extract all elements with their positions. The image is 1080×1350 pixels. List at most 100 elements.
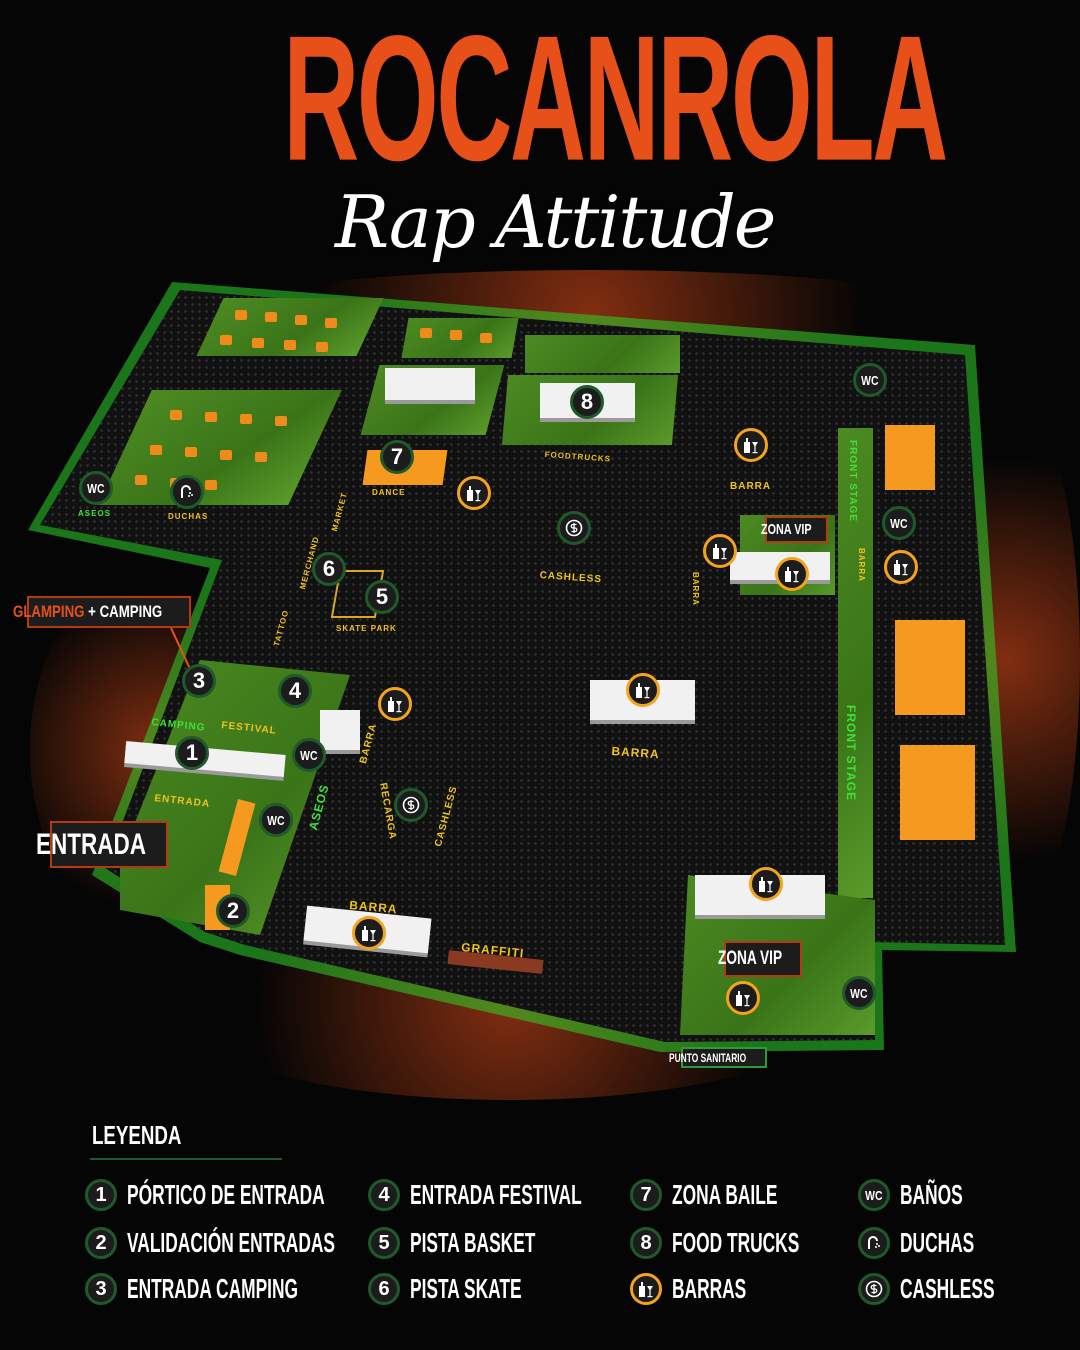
legend-title-text: LEYENDA — [92, 1120, 182, 1150]
pin-number: 2 — [226, 898, 240, 923]
pin-number: 6 — [322, 556, 336, 581]
legend-marker: 5 — [368, 1227, 400, 1259]
pin-bar[interactable] — [884, 550, 918, 584]
green-area — [525, 335, 680, 373]
legend-marker — [858, 1227, 890, 1259]
cashless-icon — [865, 1280, 883, 1298]
label-barra: BARRA — [730, 481, 772, 492]
callout-entrada: ENTRADA — [35, 827, 146, 861]
front-stage-lane — [838, 428, 873, 898]
stage-tower — [885, 425, 935, 490]
legend-marker: 7 — [630, 1179, 662, 1211]
legend-item: DUCHAS — [858, 1225, 1020, 1261]
legend-marker: 6 — [368, 1273, 400, 1305]
pin-wc[interactable]: WC — [853, 363, 887, 397]
callout-glamping: GLAMPING — [13, 602, 85, 621]
pin-bar[interactable] — [352, 916, 386, 950]
pin-food-trucks[interactable]: 8 — [570, 385, 604, 419]
stage-tower — [900, 745, 975, 840]
pin-entrada-festival[interactable]: 4 — [278, 674, 312, 708]
bar-icon — [736, 991, 750, 1007]
shower-icon — [868, 1236, 880, 1249]
pin-entrada-camping[interactable]: 3 — [182, 664, 216, 698]
legend-label: VALIDACIÓN ENTRADAS — [127, 1227, 336, 1258]
legend-label: CASHLESS — [900, 1273, 995, 1304]
pin-wc[interactable]: WC — [882, 506, 916, 540]
pin-validacion-entradas[interactable]: 2 — [216, 894, 250, 928]
legend-item: BARRAS — [630, 1271, 792, 1307]
pin-wc[interactable]: WC — [292, 738, 326, 772]
pin-bar[interactable] — [457, 476, 491, 510]
legend-label: ENTRADA FESTIVAL — [410, 1179, 582, 1210]
bar-icon — [636, 683, 650, 699]
legend-item: 7 ZONA BAILE — [630, 1177, 842, 1213]
pin-cashless[interactable] — [557, 511, 591, 545]
zona-vip-callout: ZONA VIP — [761, 516, 828, 543]
legend-label: ZONA BAILE — [672, 1179, 778, 1210]
pin-pista-skate[interactable]: 6 — [312, 552, 346, 586]
pin-wc[interactable]: WC — [842, 976, 876, 1010]
pin-bar[interactable] — [703, 534, 737, 568]
legend-title: LEYENDA — [92, 1120, 216, 1151]
punto-sanitario-callout: PUNTO SANITARIO — [669, 1047, 767, 1068]
pin-number: 7 — [390, 444, 404, 469]
wc-icon: WC — [865, 1187, 883, 1203]
legend-label: DUCHAS — [900, 1227, 975, 1258]
festival-bar — [320, 710, 360, 750]
pin-zona-baile[interactable]: 7 — [380, 440, 414, 474]
legend-item: CASHLESS — [858, 1271, 1052, 1307]
callout-punto-sanitario: PUNTO SANITARIO — [668, 1050, 747, 1065]
legend-marker — [858, 1273, 890, 1305]
label-aseos-top: ASEOS — [78, 509, 112, 518]
pin-wc[interactable]: WC — [259, 803, 293, 837]
glamping-tent — [385, 368, 475, 400]
pin-portico-entrada[interactable]: 1 — [175, 736, 209, 770]
legend-marker-bar — [630, 1273, 662, 1305]
legend-item: 6 PISTA SKATE — [368, 1271, 590, 1307]
legend-label: BAÑOS — [900, 1179, 963, 1210]
callout-zona-vip: ZONA VIP — [761, 521, 812, 538]
pin-shower[interactable] — [170, 475, 204, 509]
legend-marker: 1 — [85, 1179, 117, 1211]
glamping-camping-callout: GLAMPING + CAMPING — [13, 596, 191, 628]
wc-icon: WC — [890, 515, 908, 531]
bar-icon — [467, 486, 481, 502]
pin-number: 3 — [192, 668, 206, 693]
cashless-icon — [565, 519, 583, 537]
callout-plus: + — [88, 602, 97, 621]
callout-camping: CAMPING — [99, 602, 163, 621]
wc-icon: WC — [861, 372, 879, 388]
legend-marker: WC — [858, 1179, 890, 1211]
pin-bar[interactable] — [775, 557, 809, 591]
callout-zona-vip-south: ZONA VIP — [718, 948, 783, 969]
pin-bar[interactable] — [378, 687, 412, 721]
label-front-stage-bottom: FRONT STAGE — [844, 705, 858, 802]
pin-pista-basket[interactable]: 5 — [365, 580, 399, 614]
pin-wc[interactable]: WC — [79, 471, 113, 505]
pin-bar[interactable] — [749, 867, 783, 901]
label-skate-park: SKATE PARK — [336, 624, 397, 633]
pin-bar[interactable] — [626, 673, 660, 707]
pin-cashless[interactable] — [394, 788, 428, 822]
legend-label: FOOD TRUCKS — [672, 1227, 800, 1258]
label-barra-vip: BARRA — [691, 572, 700, 606]
bar-icon — [759, 877, 773, 893]
legend-marker: 2 — [85, 1227, 117, 1259]
bar-icon — [388, 697, 402, 713]
stage-tower — [895, 620, 965, 715]
pin-bar[interactable] — [726, 981, 760, 1015]
legend-item: WC BAÑOS — [858, 1177, 1001, 1213]
zona-vip-south-callout: ZONA VIP — [718, 941, 802, 977]
legend-label: PISTA SKATE — [410, 1273, 522, 1304]
bar-icon — [713, 544, 727, 560]
label-dance: DANCE — [372, 488, 406, 497]
bar-icon — [362, 926, 376, 942]
bar-icon — [639, 1282, 653, 1298]
entrada-callout: ENTRADA — [36, 821, 168, 868]
pin-bar[interactable] — [734, 428, 768, 462]
bar-icon — [894, 560, 908, 576]
wc-icon: WC — [300, 747, 318, 763]
legend-marker: 3 — [85, 1273, 117, 1305]
legend-marker: 4 — [368, 1179, 400, 1211]
